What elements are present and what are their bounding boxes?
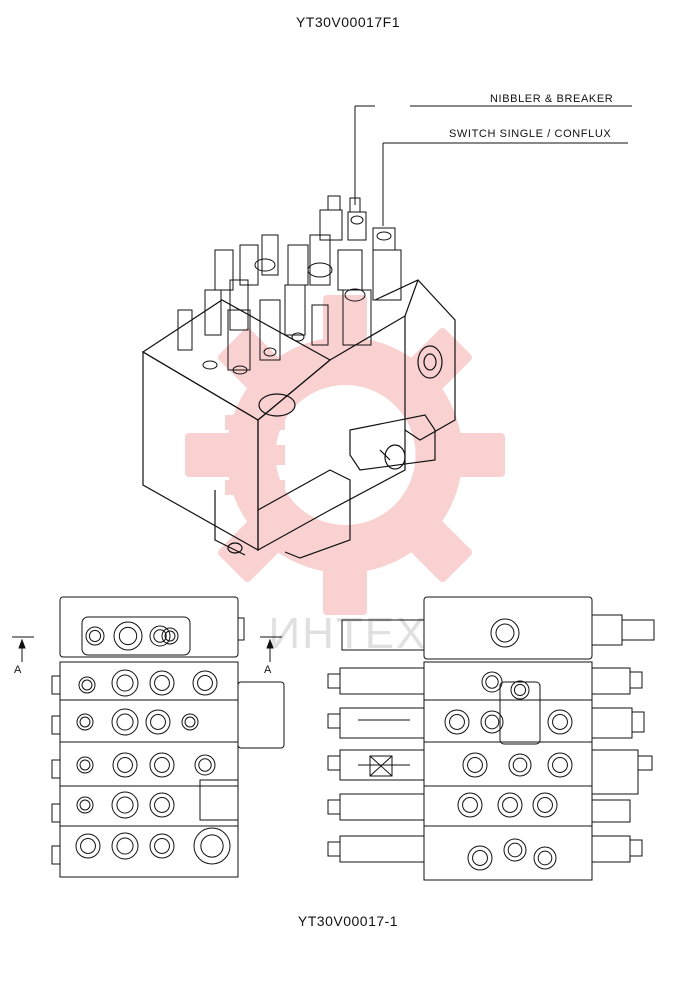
- port-circle: [146, 710, 170, 734]
- port-circle: [117, 838, 133, 854]
- port-circle: [150, 834, 174, 858]
- port-circle: [112, 709, 138, 735]
- right-view-ports: [445, 672, 572, 870]
- manifold-port: [154, 630, 166, 642]
- port-circle: [185, 717, 195, 727]
- port-circle: [553, 715, 568, 730]
- callout-nibbler-breaker: NIBBLER & BREAKER: [490, 93, 614, 105]
- manifold-port: [150, 626, 170, 646]
- port-circle: [155, 839, 170, 854]
- port-circle: [553, 758, 568, 773]
- port-circle: [117, 675, 133, 691]
- port-circle: [504, 839, 526, 861]
- port-circle: [82, 680, 92, 690]
- port-circle: [458, 793, 482, 817]
- port-circle: [112, 833, 138, 859]
- port-circle: [79, 677, 95, 693]
- section-label-left: A: [14, 664, 22, 676]
- port-circle: [486, 676, 498, 688]
- manifold-port: [119, 627, 136, 644]
- port-circle: [485, 715, 499, 729]
- callout-switch-single-conflux: SWITCH SINGLE / CONFLUX: [449, 128, 612, 140]
- port-circle: [112, 670, 138, 696]
- watermark-gear: [185, 295, 505, 615]
- port-circle: [198, 676, 213, 691]
- port-circle: [80, 800, 90, 810]
- port-circle: [450, 715, 465, 730]
- port-circle: [80, 760, 90, 770]
- port-circle: [77, 797, 93, 813]
- valve-side-view-right: [328, 597, 654, 880]
- section-label-right: A: [264, 664, 272, 676]
- diagram-code-bottom: YT30V00017-1: [297, 913, 399, 929]
- manifold-port: [165, 631, 175, 641]
- manifold-port: [86, 627, 104, 645]
- port-circle: [509, 754, 531, 776]
- port-circle: [538, 798, 553, 813]
- port-circle: [508, 843, 522, 857]
- port-circle: [481, 711, 503, 733]
- port-circle: [117, 714, 133, 730]
- port-circle: [193, 671, 217, 695]
- port-circle: [468, 758, 483, 773]
- port-circle: [150, 753, 174, 777]
- port-circle: [155, 758, 170, 773]
- port-circle: [195, 755, 215, 775]
- port-circle: [150, 793, 174, 817]
- port-circle: [81, 839, 96, 854]
- port-circle: [548, 753, 572, 777]
- port-circle: [548, 710, 572, 734]
- callout-leaders: [355, 106, 632, 226]
- port-circle: [77, 757, 93, 773]
- port-circle: [201, 835, 223, 857]
- port-circle: [538, 851, 552, 865]
- port-circle: [445, 710, 469, 734]
- valve-isometric-view: [143, 196, 455, 558]
- port-circle: [463, 798, 478, 813]
- port-circle: [473, 851, 488, 866]
- port-circle: [534, 847, 556, 869]
- port-circle: [76, 834, 100, 858]
- port-circle: [503, 798, 518, 813]
- port-circle: [155, 798, 170, 813]
- port-circle: [77, 714, 93, 730]
- port-circle: [118, 758, 133, 773]
- port-circle: [80, 717, 90, 727]
- port-circle: [117, 797, 133, 813]
- left-view-ports: [76, 622, 230, 864]
- port-circle: [199, 759, 211, 771]
- port-circle: [468, 846, 492, 870]
- port-circle: [533, 793, 557, 817]
- port-circle: [513, 758, 527, 772]
- port-circle: [511, 681, 529, 699]
- manifold-port: [162, 628, 178, 644]
- port-circle: [151, 715, 166, 730]
- watermark-text: ИНТЕХ: [269, 609, 428, 658]
- port-circle: [514, 684, 525, 695]
- port-circle: [155, 676, 170, 691]
- port-circle: [112, 792, 138, 818]
- section-markers: [12, 637, 282, 662]
- port-circle: [498, 793, 522, 817]
- manifold-port: [89, 630, 100, 641]
- diagram-code-top: YT30V00017F1: [295, 14, 401, 30]
- valve-top-view-left: [52, 597, 284, 877]
- port-circle: [113, 753, 137, 777]
- port-circle: [194, 828, 230, 864]
- manifold-port: [114, 622, 142, 650]
- port-circle: [482, 672, 502, 692]
- port-circle: [463, 753, 487, 777]
- port-circle: [150, 671, 174, 695]
- port-circle: [182, 714, 198, 730]
